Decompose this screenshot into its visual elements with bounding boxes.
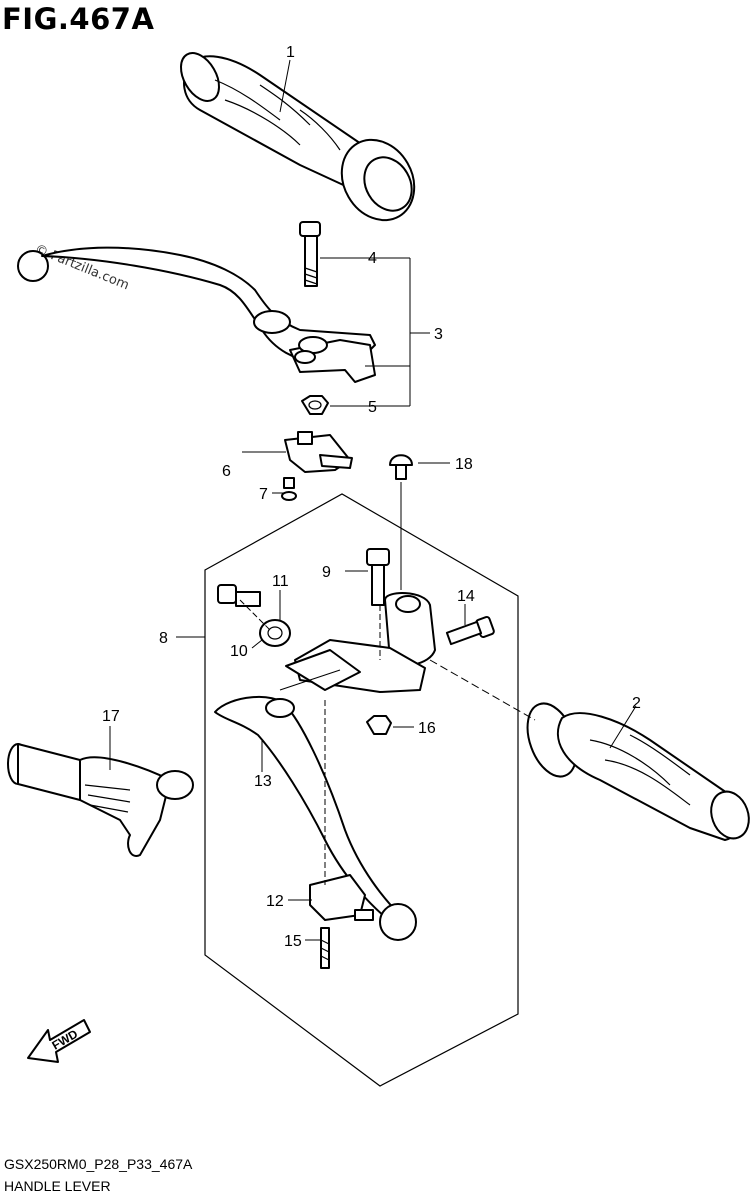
callout-5: 5 xyxy=(368,399,377,416)
nut-part-16 xyxy=(366,715,392,735)
callout-10: 10 xyxy=(230,643,248,660)
callout-18: 18 xyxy=(455,456,473,473)
figure-title: FIG.467A xyxy=(2,2,155,36)
callout-1: 1 xyxy=(286,44,295,61)
callout-4: 4 xyxy=(368,250,377,267)
callout-14: 14 xyxy=(457,588,475,605)
callout-16: 16 xyxy=(418,720,436,737)
leader-lines xyxy=(109,59,637,941)
callout-17: 17 xyxy=(102,708,120,725)
callouts: 1 2 3 4 5 6 7 8 9 10 11 12 13 14 15 16 1… xyxy=(102,44,641,950)
callout-8: 8 xyxy=(159,630,168,647)
bolt-part-4 xyxy=(299,221,321,287)
lever-assembly-outline-part-8 xyxy=(204,493,519,1087)
cap-part-18 xyxy=(389,454,413,480)
callout-13: 13 xyxy=(254,773,272,790)
switch-part-6 xyxy=(284,431,353,473)
grip-left-part-1 xyxy=(180,52,416,222)
callout-3: 3 xyxy=(434,326,443,343)
callout-12: 12 xyxy=(266,893,284,910)
callout-2: 2 xyxy=(632,695,641,712)
grip-right-part-2 xyxy=(526,702,750,841)
figure-name: HANDLE LEVER xyxy=(4,1178,111,1194)
switch-part-12 xyxy=(309,874,374,921)
forward-arrow-icon: FWD xyxy=(27,1019,91,1063)
callout-11: 11 xyxy=(272,573,289,590)
callout-6: 6 xyxy=(222,463,231,480)
clutch-lever-part-13 xyxy=(214,695,417,941)
adjuster-screw-part-11 xyxy=(217,584,261,607)
nut-part-5 xyxy=(301,395,329,415)
callout-15: 15 xyxy=(284,933,302,950)
brake-lever-part-3 xyxy=(17,246,376,383)
bolt-part-14 xyxy=(445,615,495,646)
screw-part-15 xyxy=(320,927,330,969)
bolt-part-9 xyxy=(366,548,390,606)
cover-part-17 xyxy=(7,743,194,857)
callout-9: 9 xyxy=(322,564,331,581)
screw-part-7 xyxy=(281,477,297,501)
figure-code: GSX250RM0_P28_P33_467A xyxy=(4,1156,193,1172)
callout-7: 7 xyxy=(259,486,268,503)
lever-holder xyxy=(285,592,436,693)
adjuster-part-10 xyxy=(259,619,291,647)
